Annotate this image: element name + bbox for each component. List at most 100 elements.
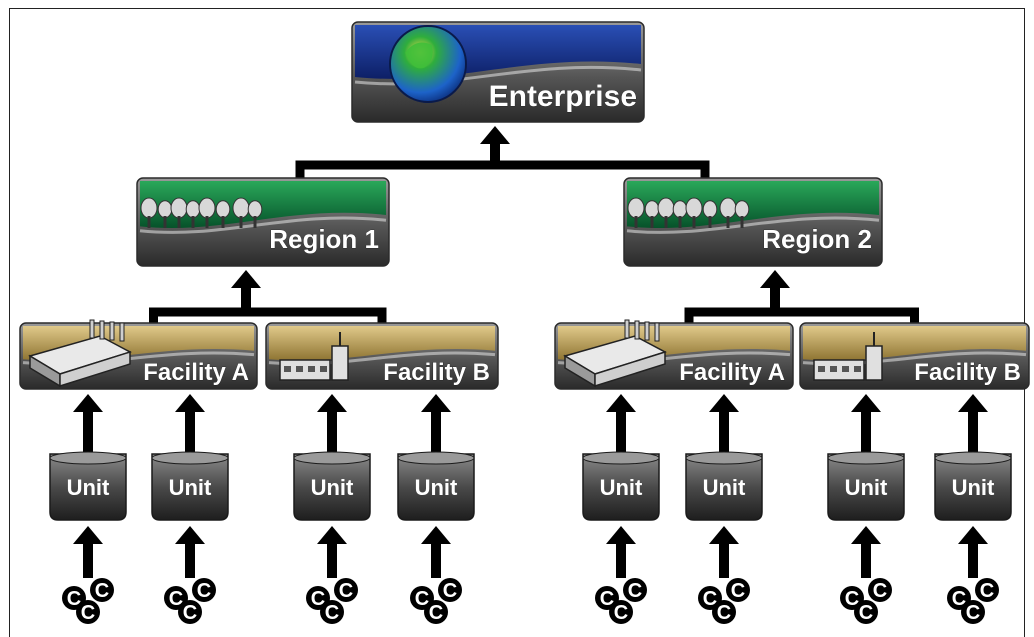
tree-trunk (708, 216, 712, 228)
tree-trunk (726, 216, 730, 228)
controller-arrow-shaft (431, 542, 441, 578)
controller-arrow-shaft (327, 542, 337, 578)
controller-arrow-head (175, 526, 205, 544)
globe-land (405, 42, 433, 69)
controller-icon (178, 600, 202, 624)
tree-trunk (239, 216, 243, 228)
unit-node: Unit (293, 451, 371, 521)
unit-arrow-head (958, 394, 988, 412)
unit-arrow-head (709, 394, 739, 412)
controller-letter: C (703, 588, 717, 610)
enterprise-node: Enterprise (351, 21, 645, 123)
tree-crown (685, 197, 703, 219)
unit-node: Unit (49, 451, 127, 521)
tree-crown (140, 197, 158, 219)
plant-window (830, 366, 837, 372)
facility-label: Facility B (383, 359, 490, 386)
controller-icon (76, 600, 100, 624)
plant-tower (865, 345, 883, 381)
unit-label: Unit (311, 475, 354, 500)
unit-arrow-shaft (83, 410, 93, 452)
factory-stack (119, 322, 125, 342)
tree-crown (734, 200, 750, 219)
region-2-arrow-shaft (770, 286, 780, 312)
controller-letter: C (845, 588, 859, 610)
unit-label: Unit (703, 475, 746, 500)
plant-window (284, 366, 291, 372)
enterprise-node-swoosh (354, 65, 642, 86)
region-node-1-top (140, 181, 386, 229)
tree-crown (157, 200, 173, 219)
controller-icon (334, 578, 358, 602)
factory-front (59, 350, 131, 388)
controller-icon (854, 600, 878, 624)
tree-crown (672, 200, 688, 219)
controller-letter: C (339, 580, 353, 602)
controller-letter: C (859, 602, 873, 624)
unit-body (827, 453, 905, 521)
facility-node-r1-a: Facility A (19, 319, 258, 390)
plant-tower (331, 345, 349, 381)
unit-arrow (851, 394, 881, 452)
plant-window (308, 366, 315, 372)
controller-letter: C (95, 580, 109, 602)
controller-icon (975, 578, 999, 602)
factory-front (594, 350, 666, 388)
unit-top (685, 451, 763, 465)
unit-arrow (709, 394, 739, 452)
unit-top (397, 451, 475, 465)
tree-crown (719, 197, 737, 219)
controller-letter: C (325, 602, 339, 624)
controller-letter: C (966, 602, 980, 624)
region-2-bracket (684, 307, 919, 330)
factory-icon (28, 319, 132, 388)
enterprise-bracket (295, 160, 710, 185)
globe-icon (389, 25, 467, 103)
controller-letter: C (169, 588, 183, 610)
controller-letter: C (81, 602, 95, 624)
controller-letter: C (600, 588, 614, 610)
unit-label: Unit (600, 475, 643, 500)
plant-icon (813, 332, 883, 381)
region-2-bracket-line (684, 307, 919, 330)
controller-arrow-head (606, 526, 636, 544)
unit-arrow (606, 394, 636, 452)
controller-letter: C (952, 588, 966, 610)
tree-crown (627, 197, 645, 219)
unit-arrow-shaft (968, 410, 978, 452)
connectors (73, 126, 988, 578)
controller-icon (192, 578, 216, 602)
plant-window (854, 366, 861, 372)
unit-node: Unit (582, 451, 660, 521)
enterprise-arrow (480, 126, 510, 165)
controller-letter: C (717, 602, 731, 624)
unit-node: Unit (151, 451, 229, 521)
controller-arrow-head (73, 526, 103, 544)
tree-trunk (692, 216, 696, 228)
facility-label: Facility A (143, 359, 249, 386)
unit-arrow-head (73, 394, 103, 412)
unit-body (685, 453, 763, 521)
tree-trunk (205, 216, 209, 228)
controller-arrow (958, 526, 988, 578)
facility-node-r2-b: Facility B (799, 322, 1030, 390)
controller-letter: C (980, 580, 994, 602)
tree-trunk (634, 216, 638, 228)
controller-letter: C (873, 580, 887, 602)
facility-label: Facility B (914, 359, 1021, 386)
region-label-1: Region 1 (269, 224, 379, 254)
region-1-arrow (231, 270, 261, 312)
unit-arrow-shaft (719, 410, 729, 452)
controller-arrow-shaft (185, 542, 195, 578)
unit-arrow-shaft (327, 410, 337, 452)
unit-arrow (317, 394, 347, 452)
tree-crown (247, 200, 263, 219)
unit-top (934, 451, 1012, 465)
controller-icon (712, 600, 736, 624)
region-1-arrow-shaft (241, 286, 251, 312)
controller-arrow (317, 526, 347, 578)
controller-arrow (606, 526, 636, 578)
